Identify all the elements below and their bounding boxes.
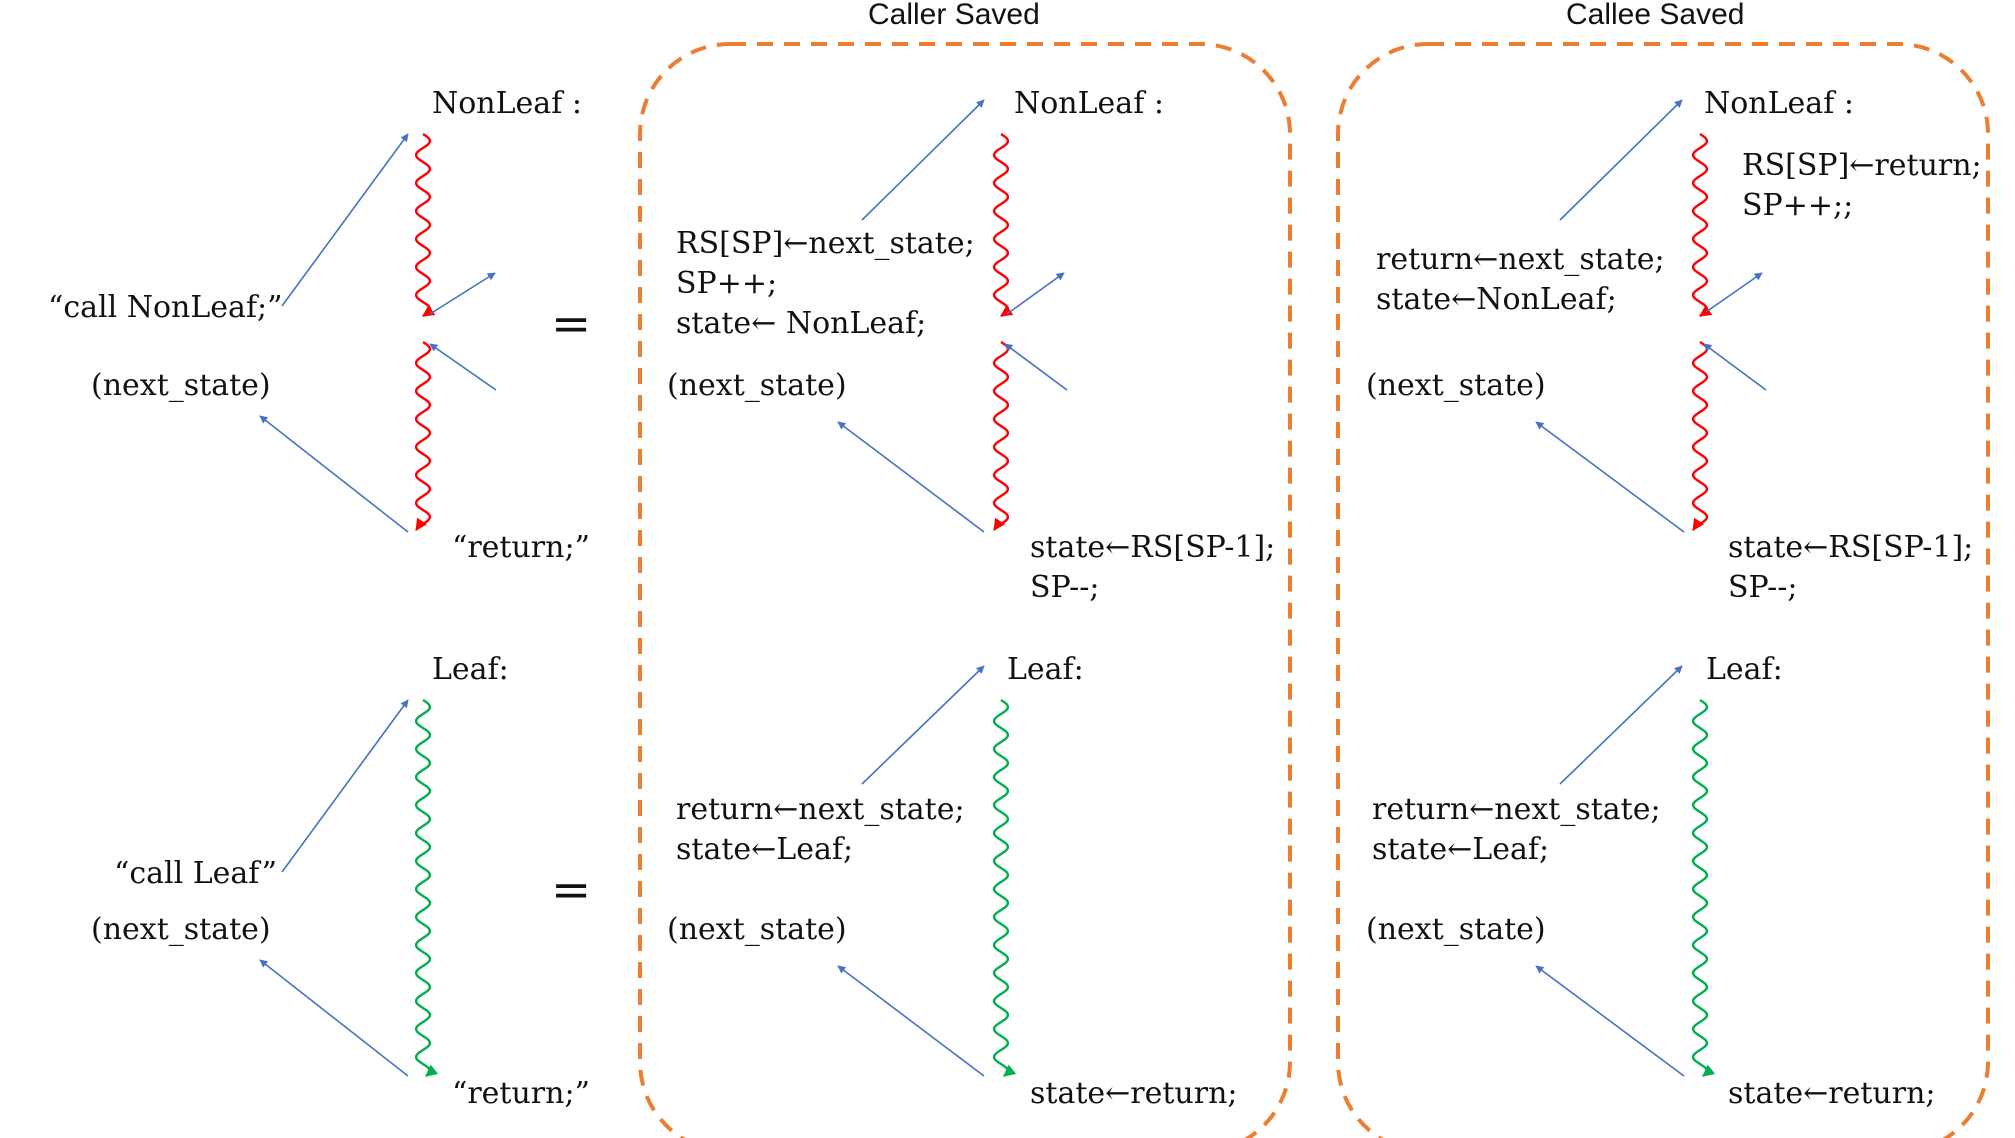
caller-saved-frame	[638, 42, 1292, 1138]
leaf-return-arrow	[259, 959, 409, 1077]
callee-leaf-next-state-label: (next_state)	[1366, 912, 1546, 947]
nonleaf-label: NonLeaf :	[432, 86, 582, 121]
nonleaf-return-arrow	[259, 415, 409, 533]
callee-nonleaf-flow-bottom	[1692, 341, 1708, 532]
caller-next-state-label: (next_state)	[667, 368, 847, 403]
callee-saved-frame	[1336, 42, 1990, 1138]
caller-nonleaf-return-arrow	[837, 421, 985, 533]
callee-nonleaf-subcall-arrow	[1705, 272, 1763, 313]
callee-nonleaf-subreturn-arrow	[1703, 343, 1767, 391]
callee-next-state-label: (next_state)	[1366, 368, 1546, 403]
caller-saved-title: Caller Saved	[868, 0, 1040, 31]
callee-saved-title: Callee Saved	[1566, 0, 1745, 31]
caller-call-nonleaf-arrow	[861, 99, 985, 221]
callee-call-code-line-1: return←next_state;	[1376, 242, 1665, 277]
leaf-return-text: “return;”	[452, 1076, 590, 1111]
callee-return-code-line-1: state←RS[SP-1];	[1728, 530, 1974, 565]
callee-leaf-call-line-1: return←next_state;	[1372, 792, 1661, 827]
leaf-label: Leaf:	[432, 652, 509, 687]
caller-call-code-line-1: RS[SP]←next_state;	[676, 226, 975, 261]
next-state-label: (next_state)	[91, 368, 271, 403]
leaf-flow	[415, 699, 439, 1077]
callee-entry-line-2: SP++;;	[1742, 188, 1854, 223]
caller-call-leaf-arrow	[861, 665, 985, 785]
call-nonleaf-text: “call NonLeaf;”	[48, 290, 283, 325]
caller-nonleaf-flow-bottom	[993, 341, 1009, 532]
leaf-next-state-label: (next_state)	[91, 912, 271, 947]
callee-leaf-label: Leaf:	[1706, 652, 1783, 687]
caller-nonleaf-flow-top	[993, 133, 1014, 317]
callee-leaf-flow	[1692, 699, 1716, 1077]
caller-nonleaf-subreturn-arrow	[1004, 343, 1068, 391]
caller-nonleaf-subcall-arrow	[1006, 272, 1065, 315]
caller-nonleaf-label: NonLeaf :	[1014, 86, 1164, 121]
callee-leaf-call-line-2: state←Leaf;	[1372, 832, 1550, 867]
caller-leaf-return-arrow	[837, 965, 985, 1077]
caller-call-code-line-3: state← NonLeaf;	[676, 306, 927, 341]
call-leaf-text: “call Leaf”	[114, 856, 277, 891]
caller-leaf-call-line-1: return←next_state;	[676, 792, 965, 827]
callee-entry-line-1: RS[SP]←return;	[1742, 148, 1982, 183]
nonleaf-flow-top	[415, 133, 436, 317]
callee-return-code-line-2: SP--;	[1728, 570, 1798, 605]
nonleaf-subcall-arrow	[429, 272, 496, 315]
callee-nonleaf-return-arrow	[1535, 421, 1685, 533]
equals-sign-nonleaf: =	[551, 296, 592, 352]
nonleaf-subreturn-arrow	[429, 343, 497, 391]
caller-leaf-call-line-2: state←Leaf;	[676, 832, 854, 867]
call-leaf-arrow	[281, 699, 409, 873]
equals-sign-leaf: =	[551, 862, 592, 918]
callee-call-code-line-2: state←NonLeaf;	[1376, 282, 1617, 317]
callee-nonleaf-label: NonLeaf :	[1704, 86, 1854, 121]
caller-leaf-return-line: state←return;	[1030, 1076, 1238, 1111]
caller-return-code-line-1: state←RS[SP-1];	[1030, 530, 1276, 565]
callee-call-nonleaf-arrow	[1559, 99, 1683, 221]
caller-leaf-next-state-label: (next_state)	[667, 912, 847, 947]
callee-call-leaf-arrow	[1559, 665, 1683, 785]
caller-leaf-label: Leaf:	[1007, 652, 1084, 687]
callee-nonleaf-flow-top	[1692, 133, 1713, 317]
return-text: “return;”	[452, 530, 590, 565]
callee-leaf-return-arrow	[1535, 965, 1685, 1077]
nonleaf-flow-bottom	[415, 341, 431, 532]
caller-call-code-line-2: SP++;	[676, 266, 778, 301]
caller-leaf-flow	[993, 699, 1017, 1077]
caller-return-code-line-2: SP--;	[1030, 570, 1100, 605]
call-nonleaf-arrow	[281, 133, 409, 307]
callee-leaf-return-line: state←return;	[1728, 1076, 1936, 1111]
